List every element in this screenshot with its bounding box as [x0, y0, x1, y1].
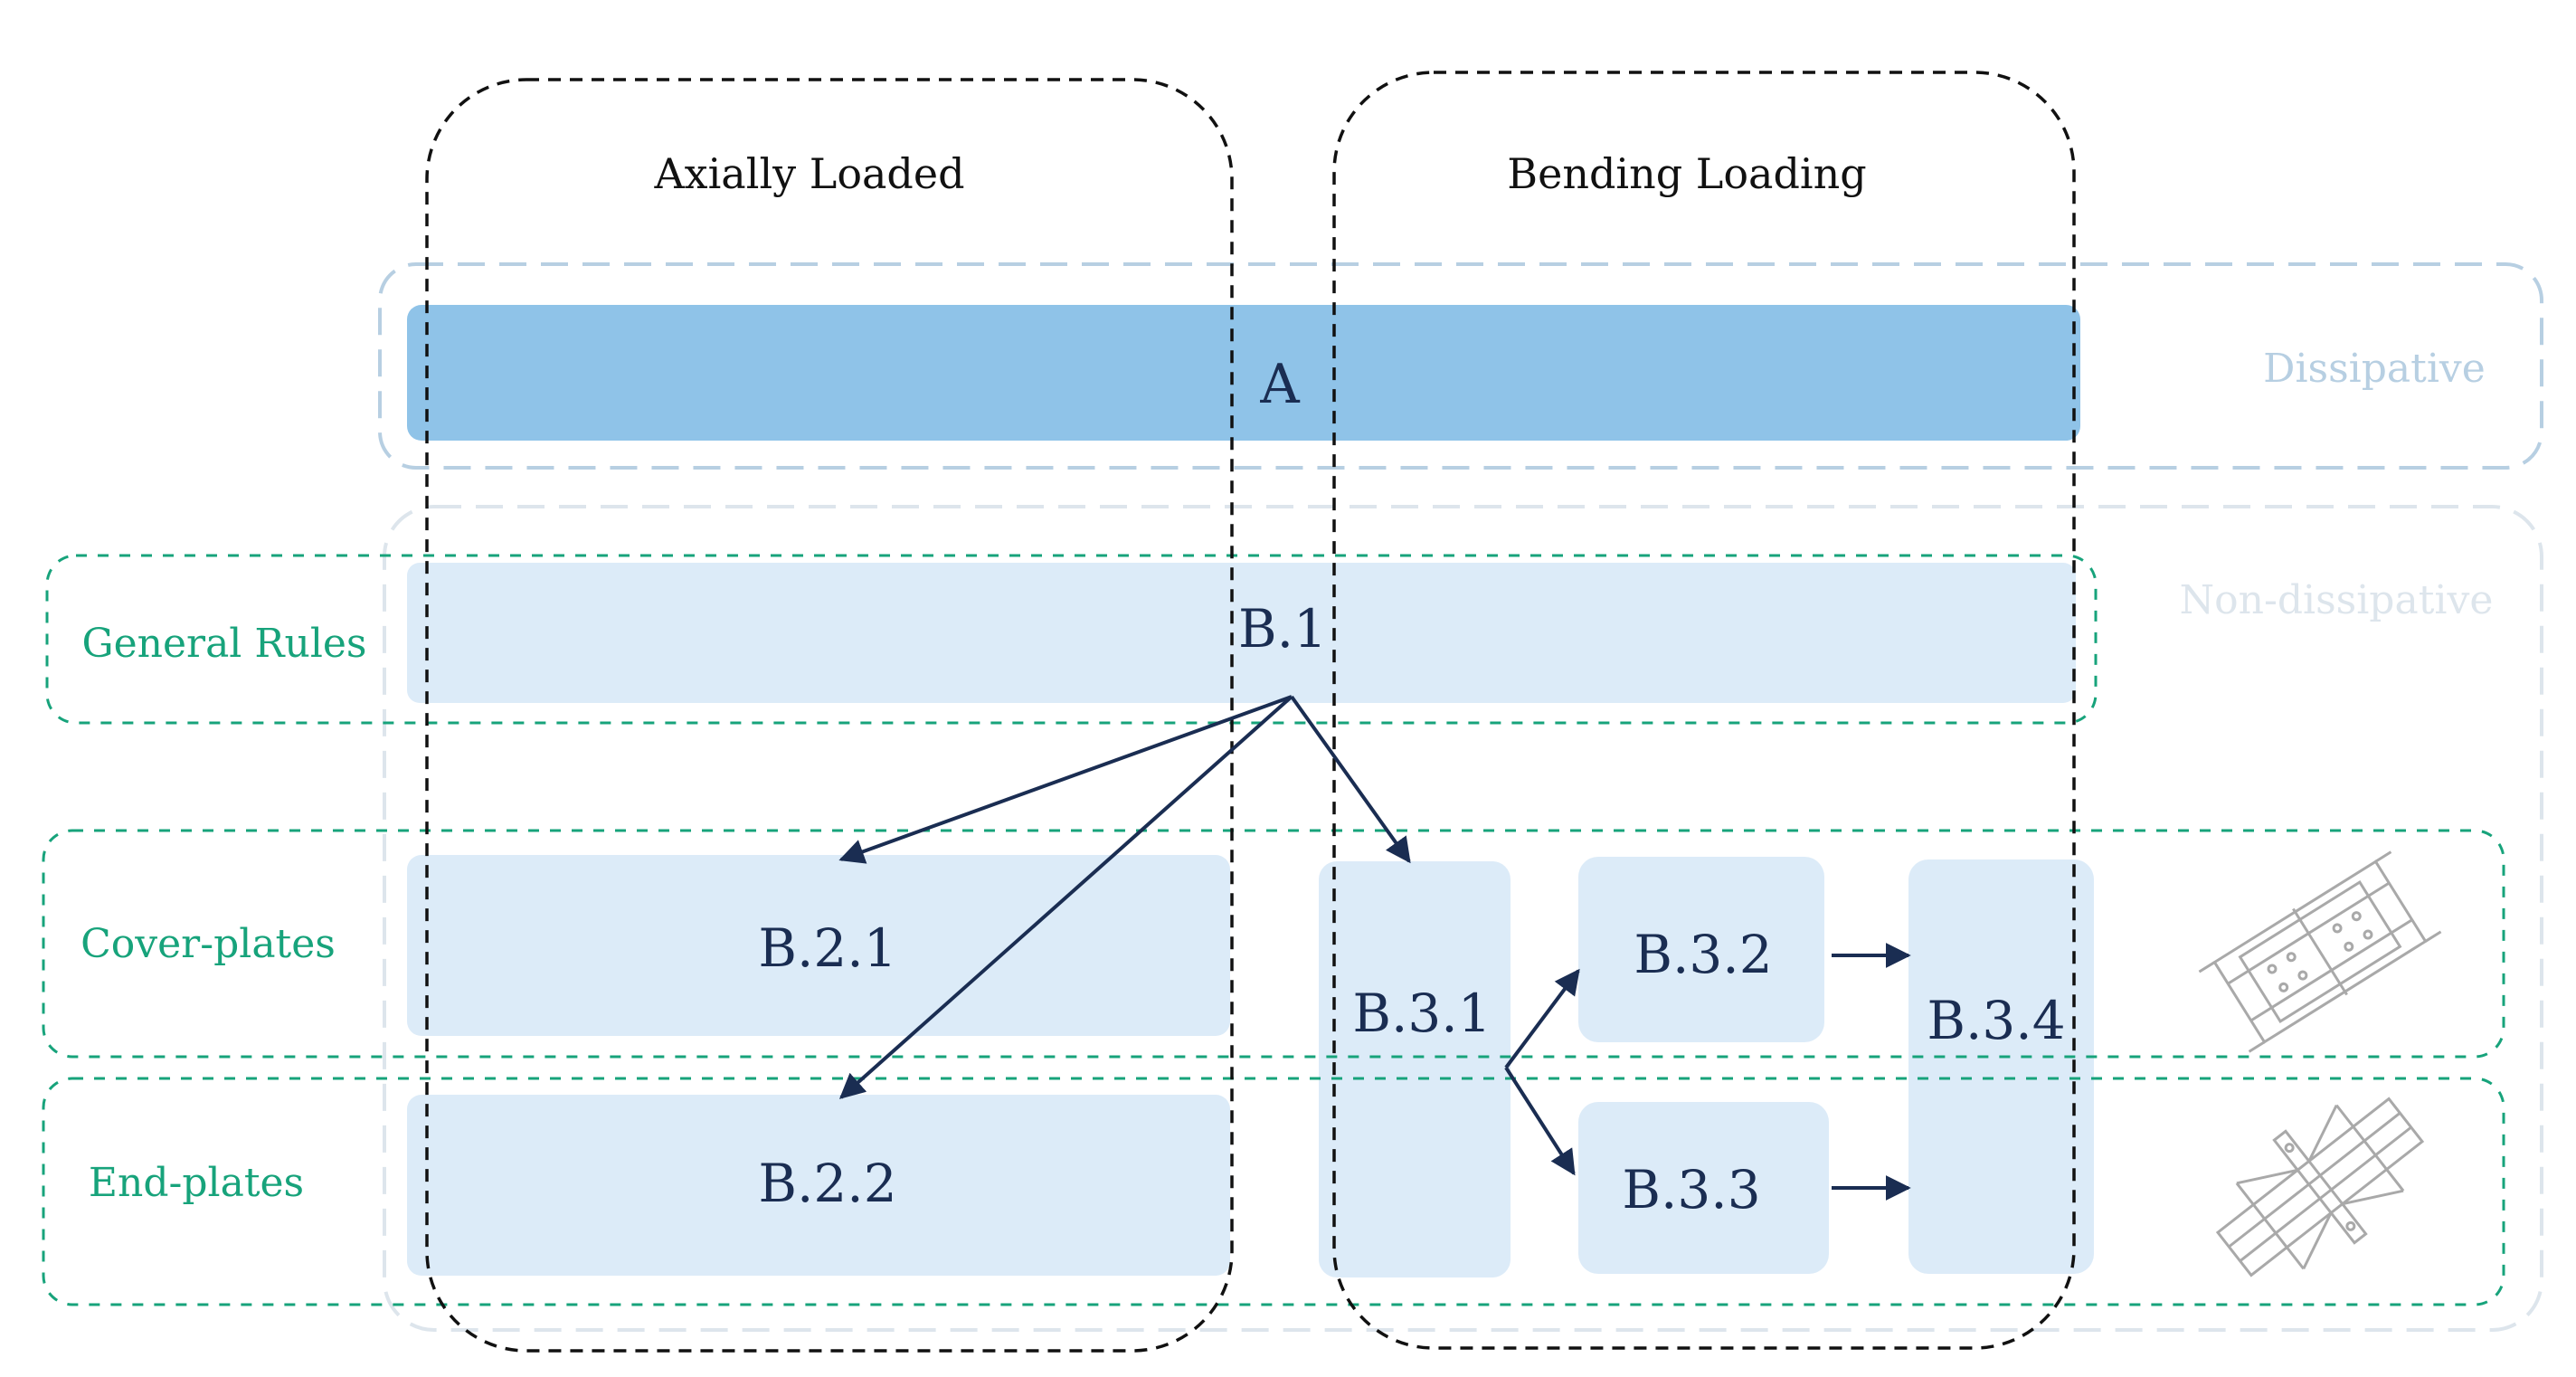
block-b1-label: B.1	[1238, 598, 1327, 660]
arrow-b1-to-b31	[1290, 695, 1411, 864]
cover-plates-band	[42, 829, 2505, 1059]
end-plates-band	[42, 1077, 2505, 1306]
block-b34-label: B.3.4	[1927, 990, 2065, 1051]
bending-loading-title: Bending Loading	[1507, 149, 1866, 198]
arrow-b31-to-b32	[1504, 968, 1580, 1069]
arrow-b1-to-b22	[838, 695, 1293, 1099]
block-b33	[1578, 1102, 1829, 1274]
dissipative-outline	[378, 262, 2543, 470]
block-b32-label: B.3.2	[1634, 924, 1772, 985]
block-b33-label: B.3.3	[1622, 1159, 1760, 1220]
non-dissipative-outline	[383, 505, 2543, 1332]
arrow-b31-to-b33	[1504, 1066, 1576, 1176]
axially-loaded-title: Axially Loaded	[653, 149, 964, 198]
axially-loaded-column	[425, 78, 1234, 1353]
end-plates-label: End-plates	[89, 1160, 304, 1206]
block-a-label: A	[1259, 353, 1300, 416]
block-b31-label: B.3.1	[1352, 983, 1491, 1044]
block-a	[407, 305, 2080, 441]
block-b34	[1908, 859, 2094, 1274]
general-rules-band	[45, 554, 2098, 725]
non-dissipative-label: Non-dissipative	[2180, 577, 2494, 623]
dissipative-label: Dissipative	[2263, 346, 2486, 392]
cover-plate-splice-icon	[2198, 850, 2442, 1053]
arrow-b1-to-b21	[838, 695, 1293, 864]
block-b1	[407, 563, 2076, 703]
block-b22-label: B.2.2	[758, 1153, 896, 1214]
bending-loading-column	[1332, 71, 2076, 1350]
cover-plates-label: Cover-plates	[80, 921, 336, 967]
block-b21	[407, 855, 1230, 1036]
general-rules-label: General Rules	[81, 621, 366, 667]
block-b22	[407, 1095, 1230, 1276]
block-b32	[1578, 857, 1824, 1042]
block-b21-label: B.2.1	[758, 917, 896, 979]
block-b31	[1319, 861, 1511, 1277]
end-plate-splice-icon	[2215, 1097, 2425, 1277]
